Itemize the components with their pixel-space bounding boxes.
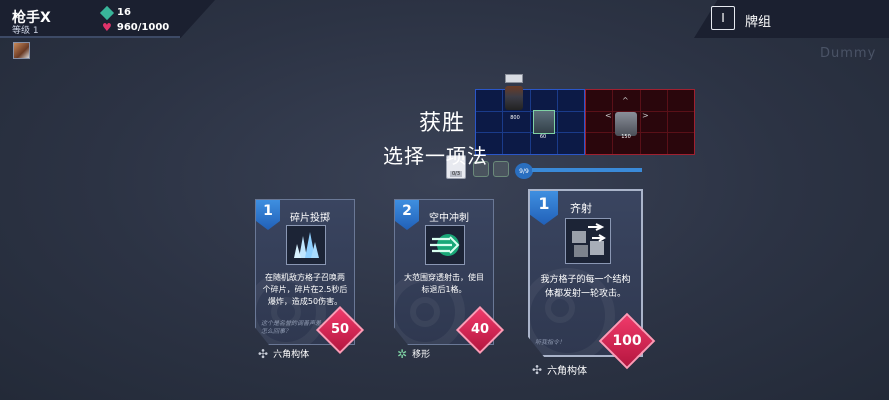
heart-icon: ♥ bbox=[102, 21, 112, 34]
reward-card-air-dash[interactable]: 2 空中冲刺 大范围穿透射击，使目 标退后1格。 bbox=[394, 199, 494, 345]
draw-pile-count: 0/3 bbox=[450, 171, 463, 177]
turret-hp: 60 bbox=[539, 134, 547, 140]
card-price: 50 bbox=[330, 322, 350, 337]
item-bag-icon bbox=[473, 161, 489, 177]
player-unit-sprite bbox=[505, 86, 523, 110]
deck-icon[interactable]: I bbox=[711, 6, 735, 30]
gem-counter: 16 bbox=[99, 5, 131, 20]
card-tag: ✲ 移形 bbox=[397, 346, 431, 361]
enemy-grid bbox=[585, 89, 695, 155]
card-price: 100 bbox=[612, 333, 642, 349]
card-name: 碎片投掷 bbox=[290, 213, 330, 224]
enemy-hp: 150 bbox=[621, 134, 631, 140]
mana-bar bbox=[532, 168, 642, 172]
player-grid bbox=[475, 89, 585, 155]
player-panel-strip bbox=[0, 36, 180, 38]
hexagon-build-icon: ✣ bbox=[258, 346, 269, 361]
hexagon-build-icon: ✣ bbox=[532, 362, 543, 377]
player-unit-hp: 800 bbox=[510, 115, 520, 121]
chevron-left-icon: < bbox=[605, 111, 612, 120]
hexagon-watermark-icon bbox=[530, 268, 615, 355]
deck-button[interactable]: 牌组 bbox=[745, 15, 772, 30]
card-tag-label: 移形 bbox=[412, 350, 431, 360]
chevron-up-icon: ^ bbox=[622, 96, 629, 105]
victory-title: 获胜 bbox=[419, 111, 466, 136]
card-cost: 2 bbox=[395, 200, 419, 230]
card-description: 大范围穿透射击，使目 标退后1格。 bbox=[404, 273, 484, 294]
card-description: 在随机敌方格子召唤两 个碎片，碎片在2.5秒后 爆炸，造成50伤害。 bbox=[262, 273, 348, 306]
card-description: 我方格子的每一个结构 体都发射一轮攻击。 bbox=[540, 275, 631, 299]
green-dash-icon bbox=[425, 225, 465, 265]
hexagon-watermark-icon bbox=[256, 272, 326, 344]
card-flavor-text: 这个是名誉的调善声差怎么回事？ bbox=[261, 320, 322, 335]
enemy-name: Dummy bbox=[820, 46, 877, 61]
hp-counter: ♥ 960/1000 bbox=[102, 22, 169, 33]
enemy-dummy-sprite bbox=[615, 112, 637, 136]
gem-count: 16 bbox=[117, 7, 131, 18]
player-name: 枪手X bbox=[12, 10, 51, 26]
player-avatar[interactable] bbox=[13, 42, 30, 59]
hexagon-watermark-icon bbox=[395, 272, 465, 344]
card-cost: 1 bbox=[256, 200, 280, 230]
item-bag-icon bbox=[493, 161, 509, 177]
battery-icon bbox=[505, 74, 523, 83]
card-tag: ✣ 六角构体 bbox=[258, 346, 310, 361]
reward-card-shard-throw[interactable]: 1 碎片投掷 在随机敌方格子召唤两 个碎片，碎片在2.5秒后 爆炸，造成50伤害… bbox=[255, 199, 355, 345]
volley-turret-icon bbox=[565, 218, 611, 264]
card-tag: ✣ 六角构体 bbox=[532, 362, 588, 378]
card-name: 齐射 bbox=[570, 202, 592, 215]
victory-subtitle: 选择一项法 bbox=[383, 144, 488, 168]
turret-sprite bbox=[533, 110, 555, 134]
shift-icon: ✲ bbox=[397, 346, 408, 361]
mana-badge: 9/9 bbox=[515, 163, 533, 179]
card-cost: 1 bbox=[530, 191, 558, 225]
chevron-right-icon: > bbox=[642, 111, 649, 120]
card-price: 40 bbox=[470, 322, 490, 337]
card-tag-label: 六角构体 bbox=[273, 350, 310, 360]
card-name: 空中冲刺 bbox=[429, 213, 469, 224]
crystal-shard-icon bbox=[286, 225, 326, 265]
hp-value: 960/1000 bbox=[116, 22, 170, 33]
gem-icon bbox=[99, 5, 115, 20]
player-level: 等级 1 bbox=[12, 26, 39, 36]
card-tag-label: 六角构体 bbox=[547, 366, 588, 377]
card-flavor-text: 听我指令！ bbox=[535, 339, 566, 346]
